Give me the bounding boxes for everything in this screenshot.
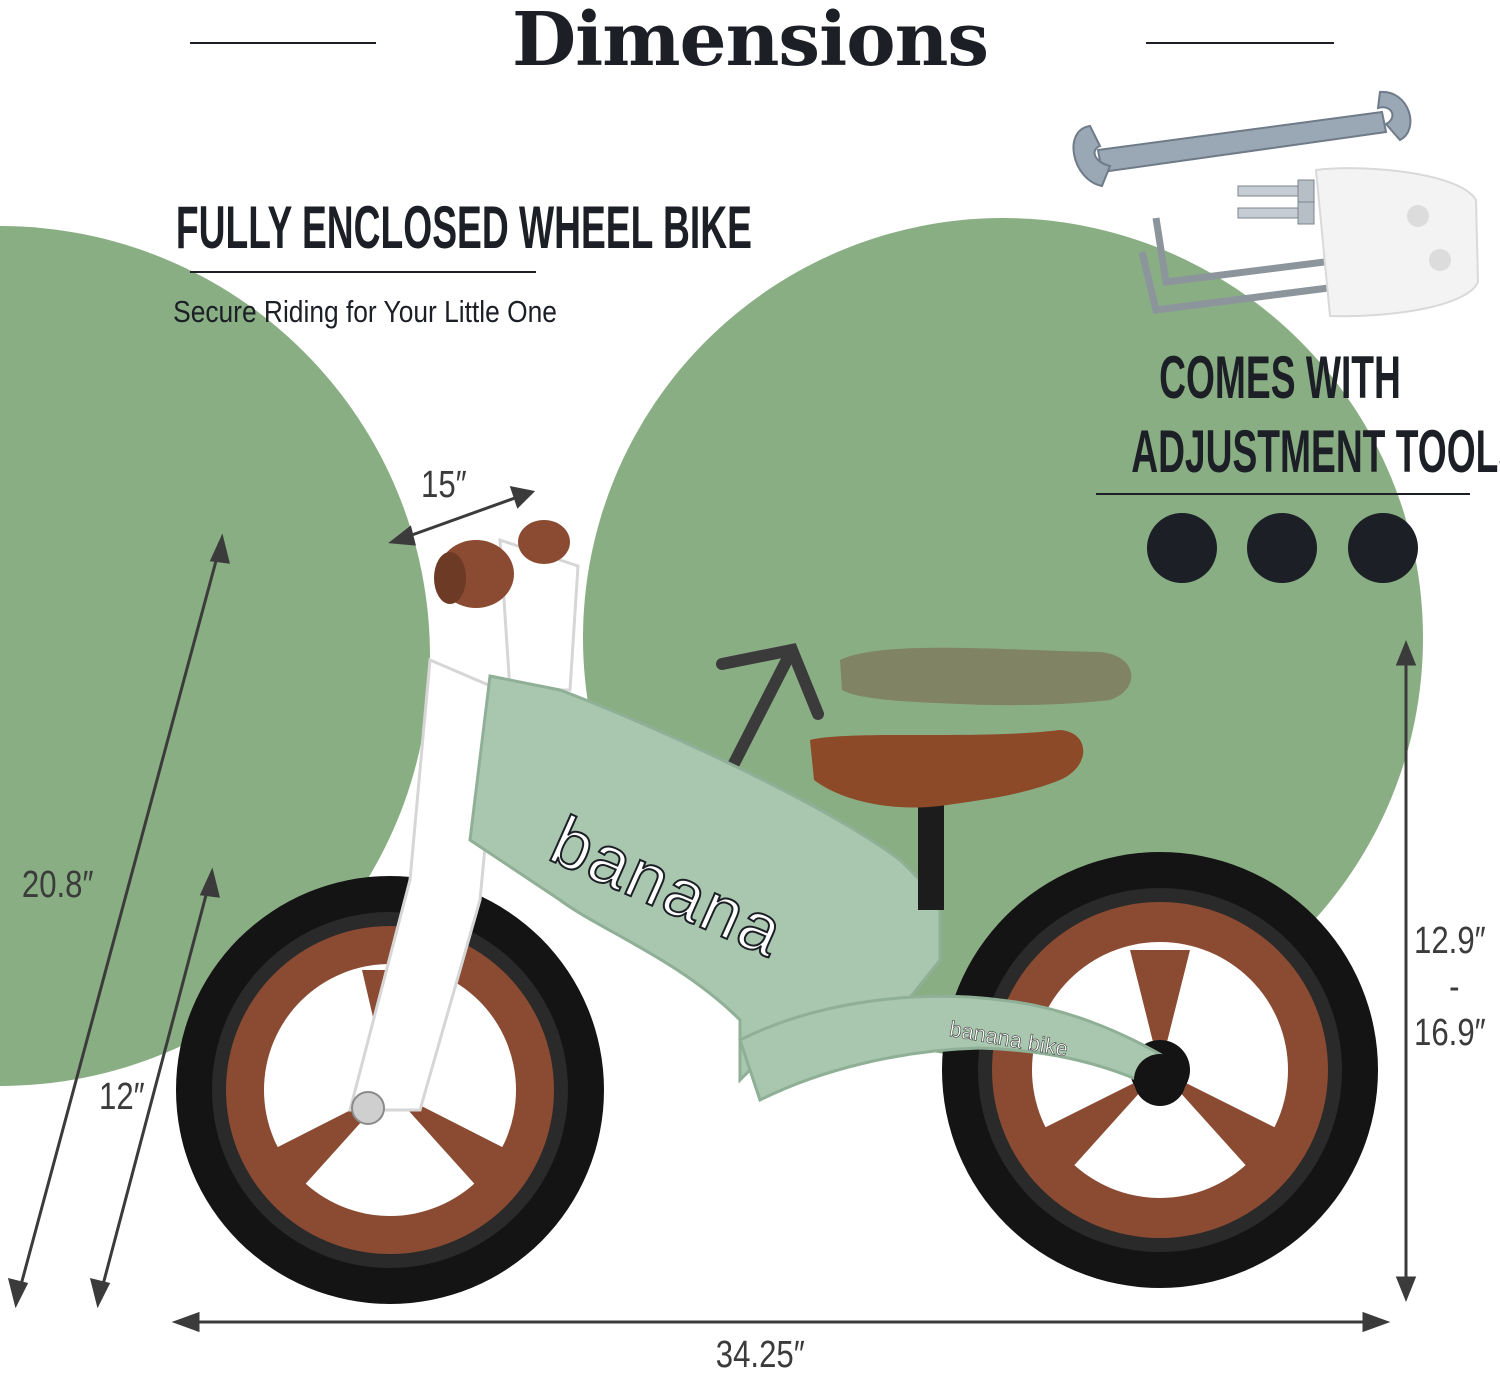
balance-bike [176,520,1378,1304]
dim-seat-height-sep: - [1449,966,1460,1008]
left-green-circle [0,226,430,1086]
mount-bracket-icon [1314,167,1480,318]
right-feature-heading-line1: COMES WITH [1159,344,1401,411]
dot-icon [1348,513,1418,583]
seat-raised [840,647,1132,706]
seat-post [918,800,944,910]
dimension-arrows [7,486,1417,1333]
dot-icon [1247,513,1317,583]
right-feature-heading-line2: ADJUSTMENT TOOLS [1131,418,1500,485]
seat [810,730,1084,808]
dim-seat-height-max: 16.9″ [1414,1012,1486,1054]
left-feature-subheading: Secure Riding for Your Little One [173,294,557,329]
dim-length: 34.25″ [715,1334,805,1376]
bolt-icon [1237,179,1315,225]
page-title: Dimensions [511,0,989,83]
dim-overall-height: 20.8″ [21,864,94,906]
left-feature-heading: FULLY ENCLOSED WHEEL BIKE [175,194,752,261]
dot-icon [1147,513,1217,583]
hex-key-icon [1138,217,1357,314]
dim-handlebar-width: 15″ [421,464,467,506]
handlebar-grip-right [518,520,570,564]
wrench-icon [1072,90,1412,188]
dim-wheel-size: 12″ [99,1076,145,1118]
dim-seat-height-min: 12.9″ [1414,920,1486,962]
